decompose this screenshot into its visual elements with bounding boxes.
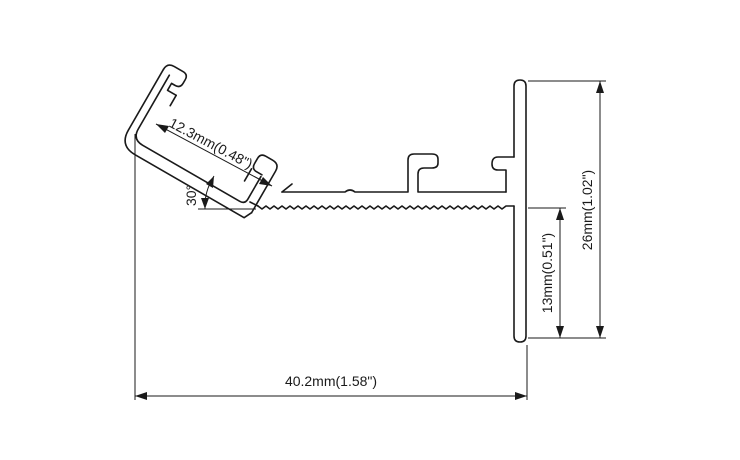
channel-width-dimension-line	[155, 123, 273, 187]
lower-height-label: 13mm(0.51")	[539, 233, 555, 313]
angle-arrow-bottom	[201, 198, 209, 209]
base-flange-top	[281, 153, 507, 193]
angle-label: 30°	[183, 185, 199, 206]
channel-width-arrow-right	[259, 177, 272, 186]
vertical-wall	[513, 79, 527, 343]
lower-height-arrow-bottom	[556, 326, 564, 338]
total-height-arrow-top	[596, 81, 604, 93]
base-flange-ribbed-bottom	[257, 205, 515, 210]
channel-width-arrow-left	[156, 124, 169, 133]
wall-hook	[491, 156, 515, 193]
channel-inner	[135, 74, 262, 204]
channel-left-lip	[162, 64, 188, 97]
channel-right-lip	[250, 154, 278, 214]
angle-arrow-top	[206, 176, 214, 188]
width-label: 40.2mm(1.58")	[285, 373, 377, 389]
channel-diffuser-seat	[169, 94, 253, 182]
width-arrow-left	[135, 392, 147, 400]
channel-to-flange-joint	[249, 183, 293, 207]
total-height-label: 26mm(1.02")	[579, 170, 595, 250]
width-arrow-right	[515, 392, 527, 400]
total-height-arrow-bottom	[596, 326, 604, 338]
lower-height-arrow-top	[556, 208, 564, 220]
channel-width-label: 12.3mm(0.48")	[167, 115, 256, 172]
